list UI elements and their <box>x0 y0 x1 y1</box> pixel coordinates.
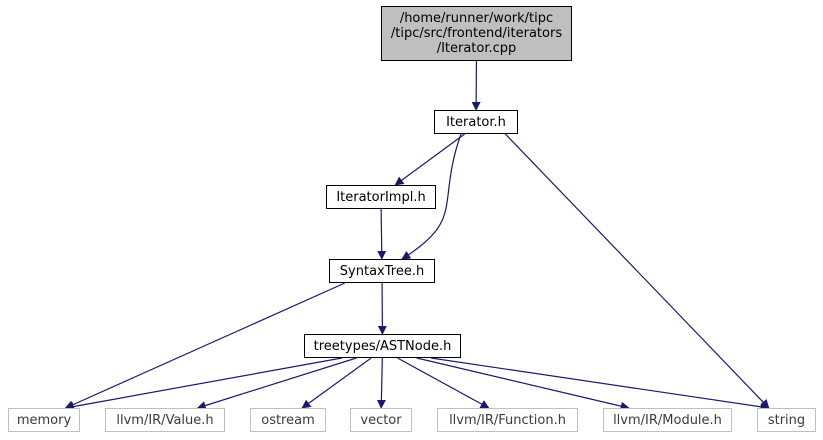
edge-astnode_h-to-value_h <box>196 357 357 410</box>
node-vector: vector <box>350 408 412 432</box>
node-label: Iterator.h <box>446 114 506 130</box>
edge-layer <box>64 60 770 412</box>
node-llvm-ir-module-h: llvm/IR/Module.h <box>603 408 732 432</box>
edge-iterator_h-to-syntaxtree_h <box>401 133 462 260</box>
node-label: llvm/IR/Module.h <box>613 412 722 428</box>
node-label: llvm/IR/Function.h <box>449 412 566 428</box>
edge-astnode_h-to-vector <box>376 357 386 409</box>
node-label: vector <box>360 412 402 428</box>
edge-syntaxtree_h-to-memory <box>64 282 346 409</box>
node-llvm-ir-value-h: llvm/IR/Value.h <box>105 408 225 432</box>
node-label: string <box>767 412 806 428</box>
node-ostream: ostream <box>250 408 326 432</box>
node-label: memory <box>16 412 72 428</box>
node-label: SyntaxTree.h <box>339 263 425 279</box>
node-llvm-ir-function-h: llvm/IR/Function.h <box>437 408 578 432</box>
node-label: ostream <box>261 412 315 428</box>
root-node-iterator-cpp: /home/runner/work/tipc /tipc/src/fronten… <box>381 6 572 61</box>
root-line-1: /home/runner/work/tipc <box>399 11 554 26</box>
edge-astnode_h-to-ostream <box>301 357 372 409</box>
edge-astnode_h-to-function_h <box>397 357 490 409</box>
node-memory: memory <box>8 408 80 432</box>
edge-iteratorimpl_h-to-syntaxtree_h <box>377 208 387 260</box>
edge-iterator_h-to-iteratorimpl_h <box>394 133 465 186</box>
edge-astnode_h-to-memory <box>64 357 342 411</box>
root-line-2: /tipc/src/frontend/iterators <box>390 26 563 41</box>
edge-astnode_h-to-module_h <box>416 357 630 411</box>
node-label: IteratorImpl.h <box>336 189 426 205</box>
node-string: string <box>757 408 816 432</box>
root-line-3: /Iterator.cpp <box>436 41 517 56</box>
node-label: llvm/IR/Value.h <box>116 412 214 428</box>
node-syntaxtree-h[interactable]: SyntaxTree.h <box>329 259 435 283</box>
node-astnode-h[interactable]: treetypes/ASTNode.h <box>304 334 461 358</box>
node-iterator-h[interactable]: Iterator.h <box>434 110 518 134</box>
edge-iterator_h-to-string <box>504 133 770 409</box>
edge-astnode_h-to-string <box>430 357 770 412</box>
node-iteratorimpl-h[interactable]: IteratorImpl.h <box>326 185 436 209</box>
node-label: treetypes/ASTNode.h <box>313 338 452 354</box>
